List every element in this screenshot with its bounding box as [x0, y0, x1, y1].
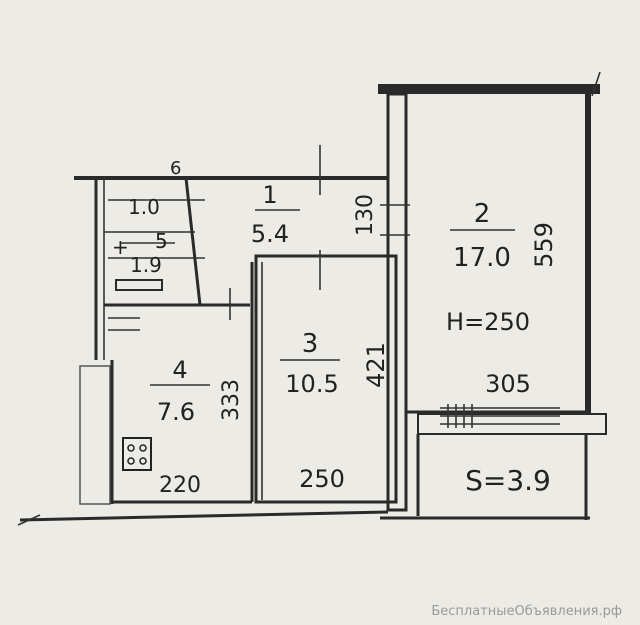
room2-top-hook — [591, 71, 601, 97]
bottom-wall-hook — [17, 514, 41, 526]
dim-room3-length: 421 — [362, 342, 390, 388]
marker-top-label: 6 — [170, 158, 181, 179]
bath-right-wall — [184, 177, 202, 306]
bathtub-icon — [115, 279, 163, 291]
room3-walls — [254, 254, 398, 504]
bath-area: 1.9 — [130, 253, 162, 277]
room2-area: 17.0 — [453, 243, 511, 273]
ceiling-height: H=250 — [446, 308, 530, 336]
stove-burner-2 — [139, 444, 147, 452]
room2-top-wall — [378, 84, 600, 94]
dim-room4-width: 220 — [159, 473, 201, 498]
room1-number: 1 — [262, 181, 277, 209]
room3-number: 3 — [302, 329, 319, 359]
room4-area: 7.6 — [157, 398, 195, 426]
bottom-outer-wall — [19, 510, 389, 522]
wc-area: 1.0 — [128, 195, 160, 219]
bath-number: 5 — [155, 229, 168, 253]
balcony-area: S=3.9 — [465, 464, 551, 497]
stove-burner-4 — [139, 457, 147, 465]
stove-burner-1 — [127, 444, 135, 452]
watermark: БесплатныеОбъявления.рф — [431, 604, 622, 619]
room2-right-wall — [585, 94, 591, 414]
stove-burner-3 — [127, 457, 135, 465]
stove-icon — [122, 437, 152, 471]
bath-mark: + — [112, 235, 129, 259]
room3-area: 10.5 — [285, 370, 338, 398]
entry-wall — [79, 365, 111, 505]
room1-area: 5.4 — [251, 220, 289, 248]
room2-number: 2 — [474, 199, 491, 229]
dim-room4-length: 333 — [219, 379, 244, 421]
room4-number: 4 — [172, 356, 187, 384]
window-hatch — [440, 404, 560, 428]
dim-room3-width: 250 — [299, 465, 345, 493]
dim-room2-length: 559 — [530, 222, 558, 268]
balcony-door-sill — [417, 413, 607, 435]
dim-hall-width: 130 — [353, 194, 378, 236]
dim-room2-width: 305 — [485, 370, 531, 398]
room2-left-wall — [386, 92, 408, 512]
